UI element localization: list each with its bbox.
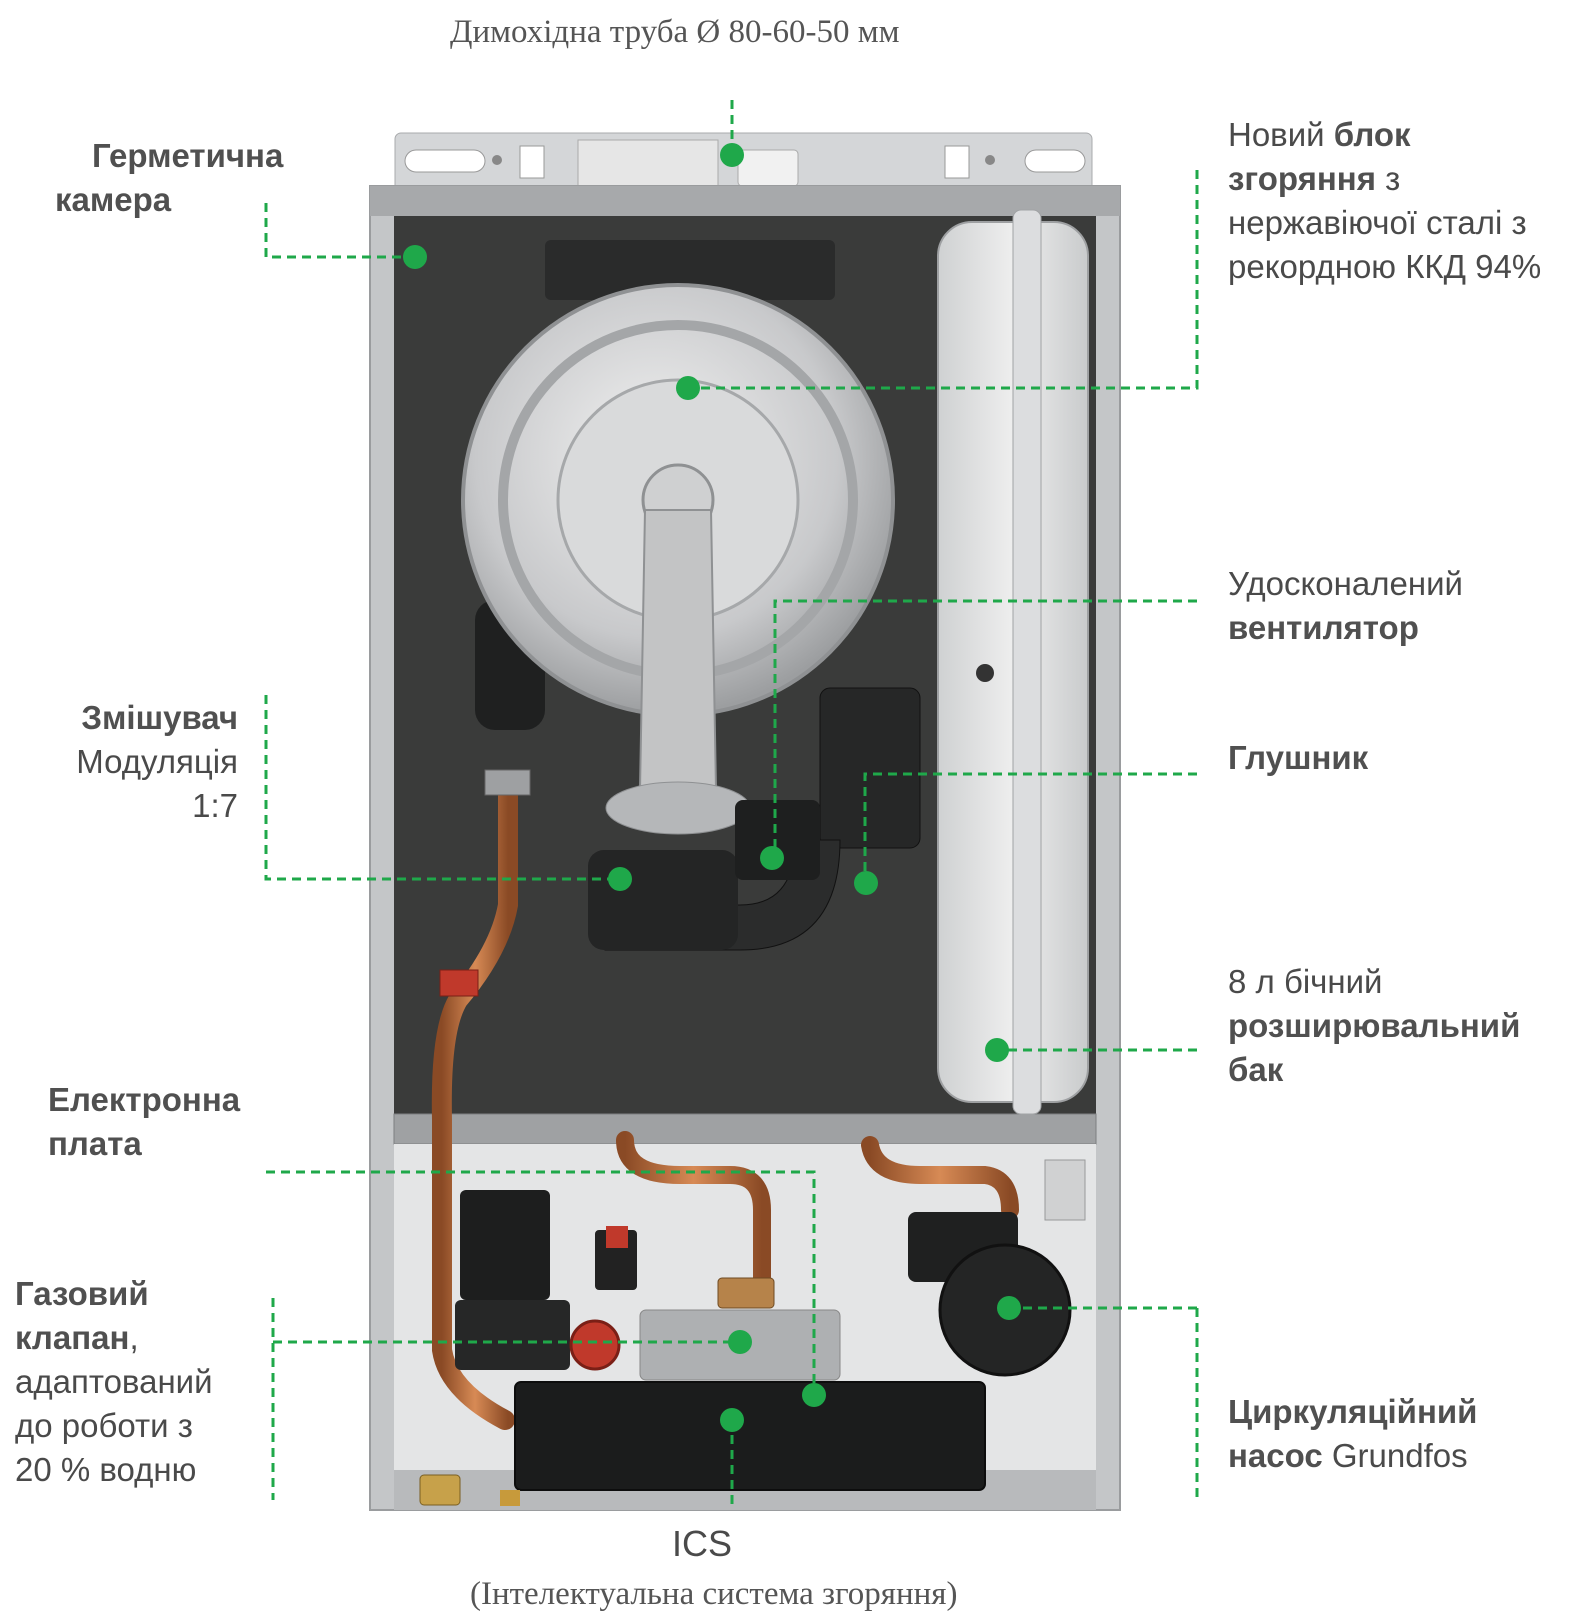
label-gasvalve-l2a: клапан	[15, 1319, 130, 1356]
dot-fan	[760, 846, 784, 870]
label-gasvalve-l3: адаптований	[15, 1363, 213, 1400]
dot-tank	[985, 1038, 1009, 1062]
label-pump: Циркуляційний насос Grundfos	[1228, 1390, 1477, 1478]
label-block-l3: нержавіючої сталі з	[1228, 204, 1527, 241]
dot-ics	[720, 1408, 744, 1432]
label-pump-l2a: насос	[1228, 1437, 1323, 1474]
label-flue: Димохідна труба Ø 80-60-50 мм	[450, 10, 899, 54]
dot-pump	[997, 1296, 1021, 1320]
label-block-l4: рекордною ККД 94%	[1228, 248, 1542, 285]
label-ics-l2: (Інтелектуальна система згоряння)	[470, 1576, 958, 1612]
label-pump-l1: Циркуляційний	[1228, 1393, 1478, 1430]
label-block: Новий блок згоряння з нержавіючої сталі …	[1228, 113, 1541, 289]
label-mixer-l3: 1:7	[192, 787, 238, 824]
leader-silencer	[863, 772, 1197, 883]
dot-board	[802, 1383, 826, 1407]
dot-block	[676, 376, 700, 400]
label-pump-l2b: Grundfos	[1322, 1437, 1468, 1474]
label-fan-l2: вентилятор	[1228, 609, 1419, 646]
leader-gasvalve	[271, 1298, 740, 1500]
expansion-tank	[937, 209, 1089, 1115]
leader-chamber	[264, 203, 415, 259]
callout-leaders	[264, 100, 1199, 1510]
label-ics-2: (Інтелектуальна система згоряння)	[470, 1572, 957, 1616]
label-mixer-l1: Змішувач	[81, 699, 238, 736]
label-board-l2: плата	[48, 1125, 142, 1162]
label-gasvalve: Газовий клапан, адаптований до роботи з …	[15, 1272, 213, 1492]
copper-pipes	[431, 769, 1019, 1430]
label-fan: Удосконалений вентилятор	[1228, 562, 1463, 650]
label-block-l2a: згоряння	[1228, 160, 1376, 197]
label-ics-l1: ICS	[672, 1523, 733, 1564]
hydraulic-group	[419, 1159, 1086, 1506]
leader-board	[266, 1170, 816, 1395]
label-fan-l1: Удосконалений	[1228, 565, 1463, 602]
label-silencer-text: Глушник	[1228, 739, 1369, 776]
label-gasvalve-l2b: ,	[129, 1319, 139, 1356]
label-mixer: Змішувач Модуляція 1:7	[30, 696, 238, 828]
dot-chamber	[403, 245, 427, 269]
dot-silencer	[854, 871, 878, 895]
label-board-l1: Електронна	[48, 1081, 241, 1118]
label-flue-text: Димохідна труба Ø 80-60-50 мм	[450, 14, 900, 50]
label-block-l1b: блок	[1333, 116, 1411, 153]
label-tank: 8 л бічний розширювальний бак	[1228, 960, 1520, 1092]
label-gasvalve-l4: до роботи з	[15, 1407, 193, 1444]
label-tank-l2: розширювальний	[1228, 1007, 1521, 1044]
label-chamber-1: Герметична	[92, 134, 283, 178]
leader-mixer	[264, 695, 620, 881]
label-chamber-line1: Герметична	[92, 137, 284, 174]
dot-flue	[720, 143, 744, 167]
label-chamber-line2: камера	[55, 181, 172, 218]
combustion-block	[461, 240, 895, 835]
leader-pump	[1009, 1306, 1199, 1500]
leader-fan	[773, 599, 1197, 858]
label-tank-l3: бак	[1228, 1051, 1284, 1088]
label-block-l1a: Новий	[1228, 116, 1334, 153]
dot-mixer	[608, 867, 632, 891]
label-block-l2b: з	[1375, 160, 1401, 197]
label-board: Електронна плата	[48, 1078, 240, 1166]
label-mixer-l2: Модуляція	[76, 743, 238, 780]
label-chamber-2: камера	[55, 178, 171, 222]
label-gasvalve-l5: 20 % водню	[15, 1451, 197, 1488]
leader-block	[688, 170, 1199, 390]
label-gasvalve-l1: Газовий	[15, 1275, 149, 1312]
dot-gasvalve	[728, 1330, 752, 1354]
label-tank-l1: 8 л бічний	[1228, 963, 1383, 1000]
callout-dots	[403, 143, 1021, 1432]
label-ics-1: ICS	[672, 1522, 732, 1566]
label-silencer: Глушник	[1228, 736, 1368, 780]
